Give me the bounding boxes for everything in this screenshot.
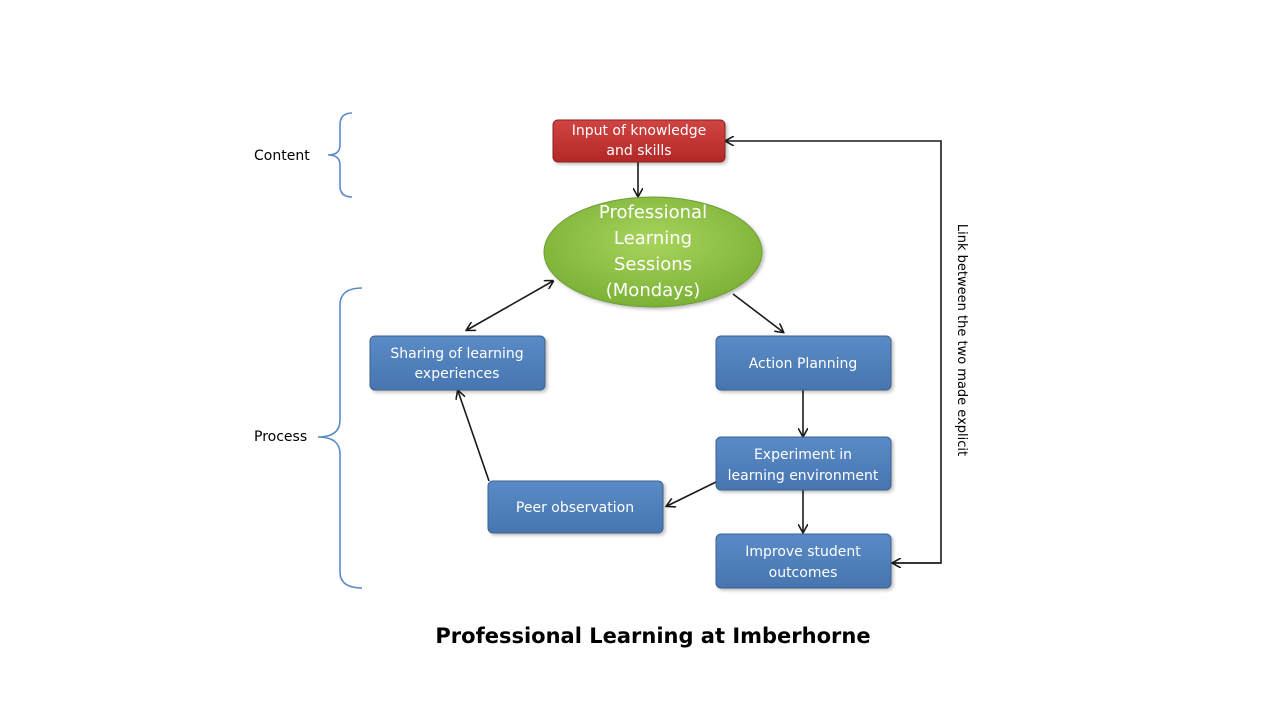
sessions-line1: Professional [599,202,707,223]
input-knowledge-box [552,119,726,163]
action-line1: Action Planning [749,356,858,372]
sessions-line4: (Mondays) [606,280,700,301]
input-knowledge-node: Input of knowledge and skills [552,119,726,163]
experiment-node: Experiment in learning environment [715,436,892,491]
content-brace [327,112,353,198]
improve-box [715,533,892,589]
arrow-peer-to-sharing [458,391,490,482]
improve-line1: Improve student [745,544,861,560]
action-node: Action Planning [715,335,892,391]
peer-node: Peer observation [487,480,664,534]
sharing-line2: experiences [415,366,500,382]
diagram-title: Professional Learning at Imberhorne [435,624,870,648]
process-label: Process [254,429,307,445]
improve-line2: outcomes [769,565,838,581]
improve-node: Improve student outcomes [715,533,892,589]
sharing-node: Sharing of learning experiences [369,335,546,391]
sessions-node: Professional Learning Sessions (Mondays) [543,196,763,308]
input-knowledge-line2: and skills [606,143,671,159]
experiment-box [715,436,892,491]
peer-box [487,480,664,534]
input-knowledge-line1: Input of knowledge [572,123,707,139]
sharing-box [369,335,546,391]
experiment-line1: Experiment in [754,447,852,463]
process-brace [317,287,363,589]
action-box [715,335,892,391]
sessions-ellipse [543,196,763,308]
peer-line1: Peer observation [516,500,634,516]
content-label: Content [254,148,310,164]
link-label: Link between the two made explicit [954,224,969,456]
sharing-line1: Sharing of learning [390,346,523,362]
arrow-sessions-to-action [732,293,783,332]
arrow-experiment-to-peer [667,481,717,506]
arrow-sessions-sharing [467,281,553,330]
experiment-line2: learning environment [728,468,879,484]
sessions-line2: Learning [614,228,692,249]
sessions-line3: Sessions [614,254,692,275]
